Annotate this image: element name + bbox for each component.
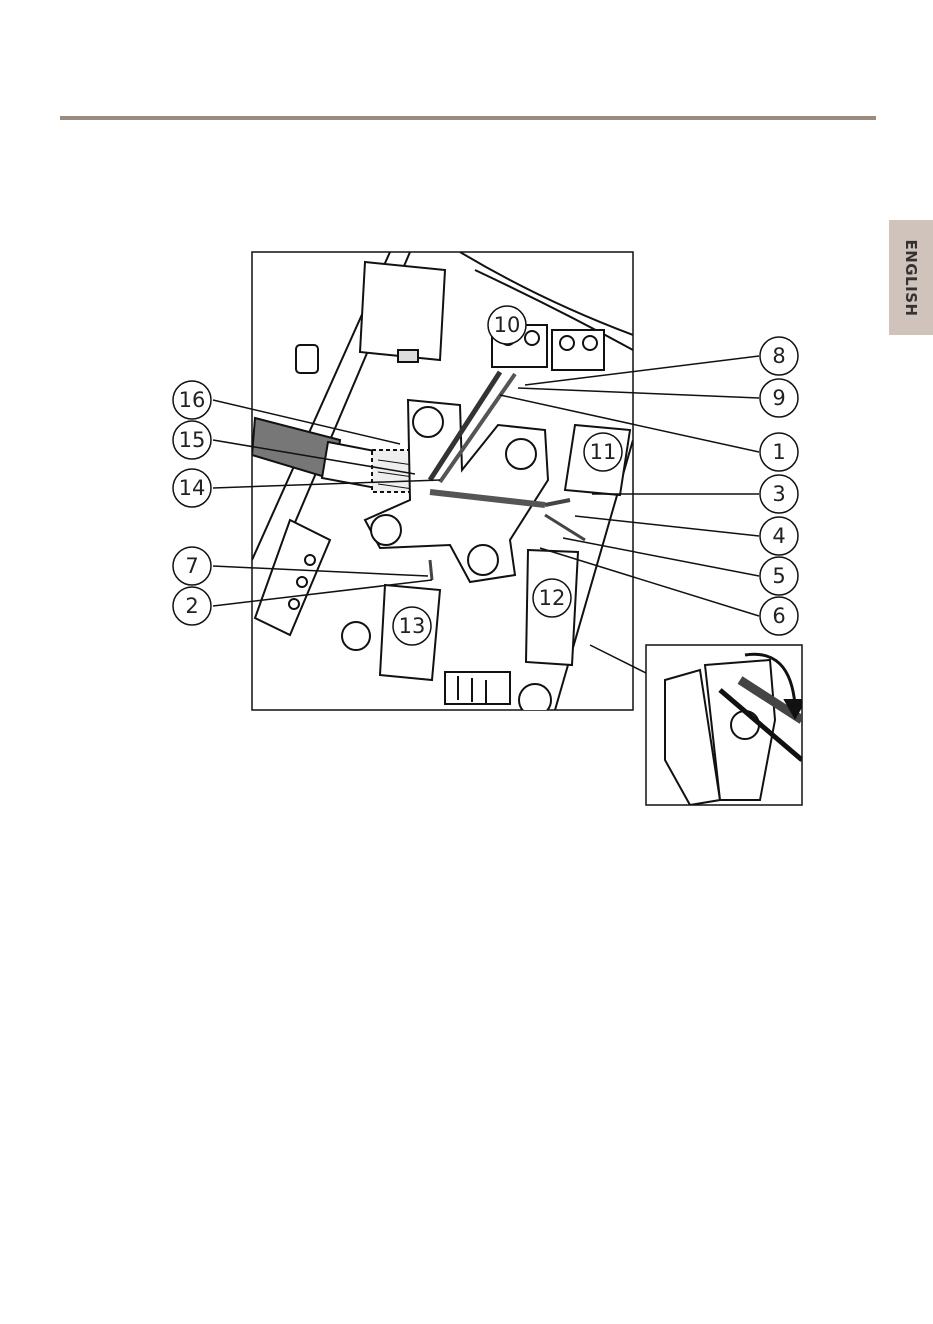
callout-6: 6 bbox=[760, 597, 798, 635]
inset-illustration bbox=[646, 645, 805, 805]
svg-text:6: 6 bbox=[772, 604, 785, 628]
callout-12: 12 bbox=[533, 579, 571, 617]
svg-text:5: 5 bbox=[772, 564, 785, 588]
svg-text:14: 14 bbox=[179, 476, 206, 500]
svg-text:2: 2 bbox=[185, 594, 198, 618]
callout-10: 10 bbox=[488, 306, 526, 344]
svg-text:11: 11 bbox=[590, 440, 617, 464]
callout-8: 8 bbox=[760, 337, 798, 375]
callout-1: 1 bbox=[760, 433, 798, 471]
callout-9: 9 bbox=[760, 379, 798, 417]
callout-5: 5 bbox=[760, 557, 798, 595]
svg-text:13: 13 bbox=[399, 614, 426, 638]
svg-text:7: 7 bbox=[185, 554, 198, 578]
svg-text:12: 12 bbox=[539, 586, 566, 610]
svg-text:4: 4 bbox=[772, 524, 785, 548]
callout-3: 3 bbox=[760, 475, 798, 513]
callout-11: 11 bbox=[584, 433, 622, 471]
callout-2: 2 bbox=[173, 587, 211, 625]
callout-7: 7 bbox=[173, 547, 211, 585]
svg-text:3: 3 bbox=[772, 482, 785, 506]
svg-text:8: 8 bbox=[772, 344, 785, 368]
callout-14: 14 bbox=[173, 469, 211, 507]
callout-13: 13 bbox=[393, 607, 431, 645]
svg-text:10: 10 bbox=[494, 313, 521, 337]
callout-15: 15 bbox=[173, 421, 211, 459]
svg-text:16: 16 bbox=[179, 388, 206, 412]
callout-4: 4 bbox=[760, 517, 798, 555]
svg-text:15: 15 bbox=[179, 428, 206, 452]
svg-text:1: 1 bbox=[772, 440, 785, 464]
svg-text:9: 9 bbox=[772, 386, 785, 410]
callout-16: 16 bbox=[173, 381, 211, 419]
